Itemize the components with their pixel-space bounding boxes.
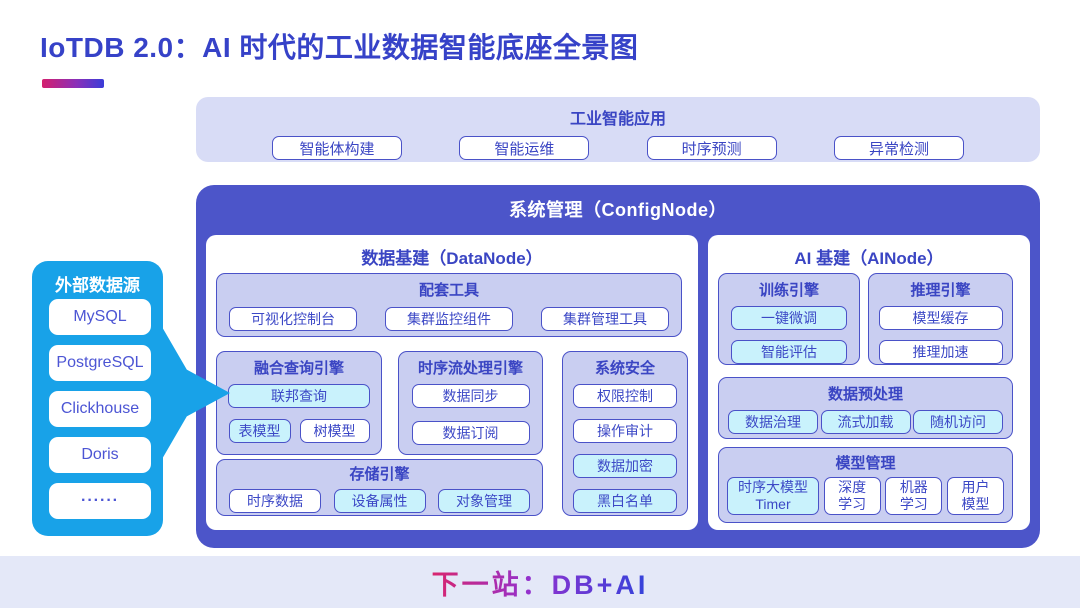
tool-item-cluster-monitor: 集群监控组件 [385, 307, 513, 331]
security-item-encryption: 数据加密 [573, 454, 677, 478]
app-item-anomaly-detection: 异常检测 [833, 136, 964, 160]
train-item-smart-eval: 智能评估 [731, 340, 847, 364]
fusion-query-title: 融合查询引擎 [253, 360, 344, 377]
fusion-model-row: 表模型 树模型 [217, 419, 381, 443]
train-item-one-click-finetune: 一键微调 [731, 306, 847, 330]
stream-item-data-sync: 数据同步 [411, 384, 530, 408]
stream-engine-title: 时序流处理引擎 [417, 360, 523, 377]
model-management-panel: 模型管理 时序大模型 Timer 深度 学习 机器 学习 用户 模型 [718, 447, 1013, 523]
confignode-title: 系统管理（ConfigNode） [509, 200, 727, 220]
external-sources-title: 外部数据源 [55, 276, 140, 295]
footer-band: 下一站：DB+AI [0, 556, 1080, 608]
model-item-deep-learning: 深度 学习 [823, 477, 881, 515]
source-item-more: ······ [49, 483, 151, 519]
tool-item-visual-console: 可视化控制台 [229, 307, 357, 331]
app-item-agent-building: 智能体构建 [272, 136, 402, 160]
ainode-title: AI 基建（AINode） [794, 249, 944, 268]
app-item-timeseries-forecast: 时序预测 [646, 136, 777, 160]
model-item-user-model: 用户 模型 [946, 477, 1004, 515]
model-management-title: 模型管理 [835, 455, 896, 472]
storage-item-timeseries-data: 时序数据 [229, 489, 321, 513]
storage-item-object-manage: 对象管理 [438, 489, 530, 513]
source-item-doris: Doris [49, 437, 151, 473]
inference-item-accelerate: 推理加速 [878, 340, 1003, 364]
confignode-panel: 系统管理（ConfigNode） 数据基建（DataNode） 配套工具 可视化… [196, 185, 1040, 548]
title-underline [42, 79, 104, 88]
preprocess-item-random-access: 随机访问 [913, 410, 1003, 434]
storage-engine-title: 存储引擎 [349, 466, 410, 483]
tools-panel: 配套工具 可视化控制台 集群监控组件 集群管理工具 [216, 273, 682, 337]
models-row: 时序大模型 Timer 深度 学习 机器 学习 用户 模型 [719, 477, 1012, 515]
preprocess-item-data-governance: 数据治理 [728, 410, 818, 434]
security-item-access-control: 权限控制 [573, 384, 677, 408]
security-item-audit: 操作审计 [573, 419, 677, 443]
tools-row: 可视化控制台 集群监控组件 集群管理工具 [217, 307, 681, 331]
storage-row: 时序数据 设备属性 对象管理 [217, 489, 542, 513]
preprocess-panel: 数据预处理 数据治理 流式加载 随机访问 [718, 377, 1013, 439]
security-item-blackwhite-list: 黑白名单 [573, 489, 677, 513]
preprocess-title: 数据预处理 [827, 386, 903, 403]
model-item-machine-learning: 机器 学习 [885, 477, 943, 515]
app-item-intelligent-ops: 智能运维 [459, 136, 590, 160]
applications-title: 工业智能应用 [569, 111, 666, 128]
fusion-item-table-model: 表模型 [228, 419, 291, 443]
applications-row: 智能体构建 智能运维 时序预测 异常检测 [196, 136, 1040, 160]
inference-item-model-cache: 模型缓存 [878, 306, 1003, 330]
datanode-panel: 数据基建（DataNode） 配套工具 可视化控制台 集群监控组件 集群管理工具… [206, 235, 698, 530]
storage-engine-panel: 存储引擎 时序数据 设备属性 对象管理 [216, 459, 543, 516]
fusion-item-tree-model: 树模型 [299, 419, 370, 443]
fusion-item-federated-query: 联邦查询 [228, 384, 370, 408]
fusion-query-panel: 融合查询引擎 联邦查询 表模型 树模型 [216, 351, 382, 455]
source-item-mysql: MySQL [49, 299, 151, 335]
training-engine-title: 训练引擎 [758, 282, 819, 299]
security-panel: 系统安全 权限控制 操作审计 数据加密 黑白名单 [562, 351, 688, 516]
ainode-panel: AI 基建（AINode） 训练引擎 一键微调 智能评估 推理引擎 模型缓存 推… [708, 235, 1030, 530]
footer-slogan: 下一站：DB+AI [432, 563, 649, 602]
page-title: IoTDB 2.0：AI 时代的工业数据智能底座全景图 [40, 32, 639, 63]
preprocess-item-stream-load: 流式加载 [820, 410, 911, 434]
training-engine-panel: 训练引擎 一键微调 智能评估 [718, 273, 860, 365]
external-sources-panel: 外部数据源 MySQL PostgreSQL Clickhouse Doris … [32, 261, 163, 536]
storage-item-device-attrs: 设备属性 [333, 489, 426, 513]
source-item-clickhouse: Clickhouse [49, 391, 151, 427]
source-item-postgresql: PostgreSQL [49, 345, 151, 381]
security-title: 系统安全 [594, 360, 655, 377]
tool-item-cluster-manage: 集群管理工具 [541, 307, 669, 331]
applications-panel: 工业智能应用 智能体构建 智能运维 时序预测 异常检测 [196, 97, 1040, 162]
model-item-timer: 时序大模型 Timer [727, 477, 819, 515]
tools-title: 配套工具 [418, 282, 479, 299]
inference-engine-panel: 推理引擎 模型缓存 推理加速 [868, 273, 1013, 365]
datanode-title: 数据基建（DataNode） [361, 249, 543, 268]
inference-engine-title: 推理引擎 [910, 282, 971, 299]
preprocess-row: 数据治理 流式加载 随机访问 [719, 410, 1012, 434]
stream-engine-panel: 时序流处理引擎 数据同步 数据订阅 [398, 351, 543, 455]
stream-item-data-subscribe: 数据订阅 [411, 421, 530, 445]
